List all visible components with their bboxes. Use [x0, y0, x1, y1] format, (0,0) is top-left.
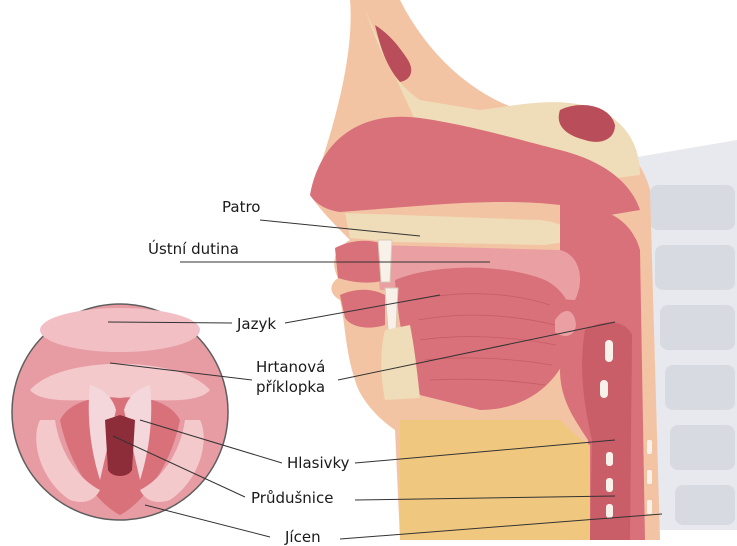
upper-tooth — [378, 240, 392, 282]
label-vocal-cords: Hlasivky — [287, 454, 350, 472]
label-palate: Patro — [222, 198, 260, 216]
vocal-cords-inset — [12, 304, 228, 520]
label-epiglottis-line1: Hrtanová — [256, 358, 325, 376]
label-epiglottis-line2: příklopka — [256, 378, 325, 396]
label-oral-cavity: Ústní dutina — [148, 239, 239, 258]
label-trachea: Průdušnice — [251, 489, 333, 507]
label-esophagus: Jícen — [284, 528, 321, 546]
leader-esophagus-inset — [145, 505, 270, 537]
label-tongue: Jazyk — [236, 315, 276, 333]
